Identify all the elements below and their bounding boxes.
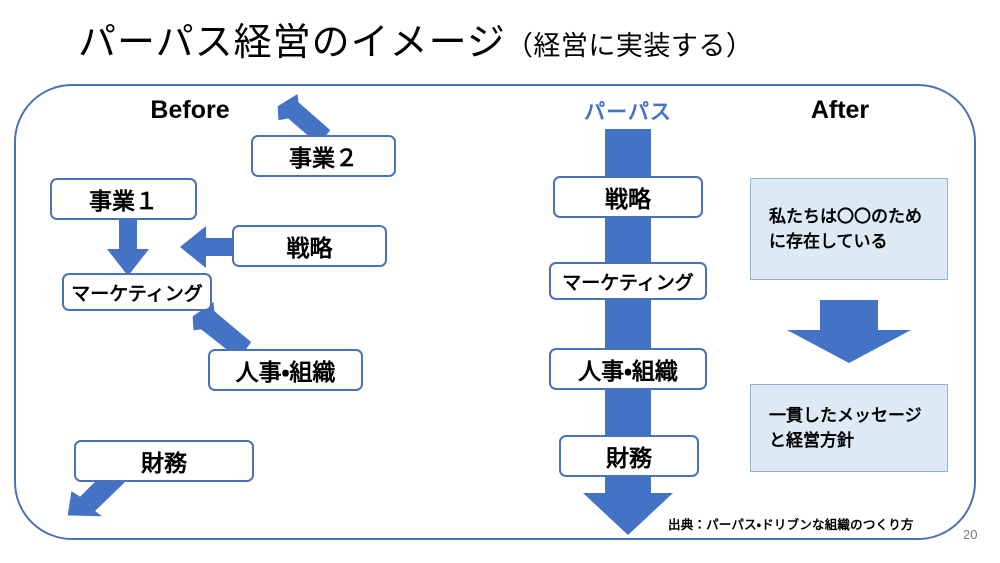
purpose-node-marketing[interactable]: マーケティング	[549, 262, 707, 300]
page-title-sub: （経営に実装する）	[505, 31, 754, 61]
after-result-box[interactable]: 一貫したメッセージと経営方針	[750, 384, 948, 472]
arrow-down-icon-jigyo1	[107, 215, 149, 276]
page-title-main: パーパス経営のイメージ	[78, 22, 506, 64]
source-note: 出典：パーパス・ドリブンな組織のつくり方	[668, 518, 914, 532]
purpose-node-zaimu[interactable]: 財務	[559, 435, 699, 477]
arrow-down-icon-after	[787, 300, 911, 363]
column-heading-before: Before	[150, 96, 230, 124]
page-title: パーパス経営のイメージ（経営に実装する）	[78, 14, 958, 74]
arrow-left-icon-senryaku	[180, 226, 249, 268]
column-heading-purpose: パーパス	[584, 101, 672, 124]
purpose-arrow-head-icon	[583, 493, 673, 535]
before-node-jigyo1[interactable]: 事業１	[50, 178, 197, 220]
before-node-marketing[interactable]: マーケティング	[62, 273, 212, 311]
after-statement-box[interactable]: 私たちは〇〇のために存在している	[750, 178, 948, 280]
purpose-node-senryaku[interactable]: 戦略	[553, 176, 703, 218]
before-node-jinji-soshiki[interactable]: 人事・組織	[208, 349, 363, 391]
column-heading-after: After	[810, 96, 870, 124]
page-number: 20	[963, 527, 978, 542]
before-node-senryaku[interactable]: 戦略	[232, 225, 387, 267]
before-node-zaimu[interactable]: 財務	[74, 440, 254, 482]
diagram-frame	[14, 84, 976, 540]
purpose-node-jinji-soshiki[interactable]: 人事・組織	[549, 348, 707, 390]
before-node-jigyo2[interactable]: 事業２	[251, 135, 396, 177]
